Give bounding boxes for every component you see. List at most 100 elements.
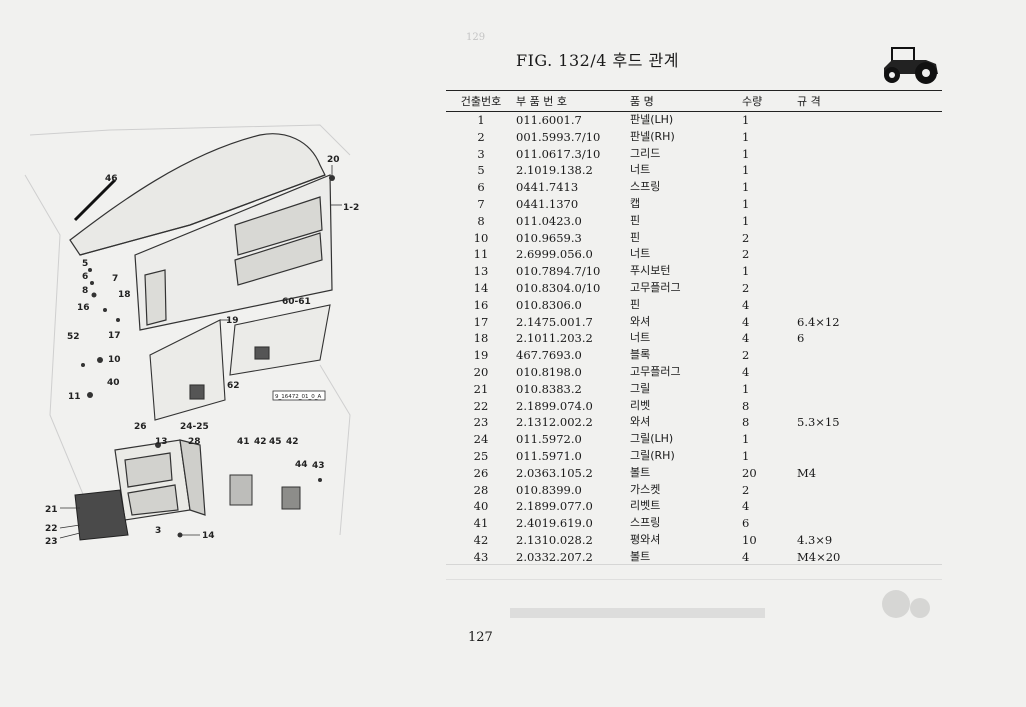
- part-name-cell: 핀: [630, 230, 641, 244]
- specification-cell: [797, 280, 942, 297]
- hood-top-panel: [69, 133, 326, 256]
- quantity-cell: 1: [742, 146, 750, 161]
- svg-text:41: 41: [237, 437, 250, 447]
- item-no-cell: 41: [473, 516, 489, 531]
- part-number-cell: 2.1019.138.2: [516, 163, 593, 178]
- item-no-cell: 18: [473, 331, 489, 346]
- quantity-cell: 1: [742, 448, 750, 463]
- side-grille-panel: [149, 319, 226, 421]
- specification-cell: 6: [797, 331, 805, 346]
- svg-text:46: 46: [105, 174, 118, 184]
- quantity-cell: 4: [742, 549, 750, 564]
- part-number-cell: 2.1011.203.2: [516, 331, 593, 346]
- part-name-cell: 볼트: [630, 549, 651, 563]
- item-no-cell: 20: [473, 364, 489, 379]
- svg-text:6: 6: [82, 272, 88, 282]
- item-no-cell: 28: [473, 482, 489, 497]
- part-number-cell: 001.5993.7/10: [516, 129, 601, 144]
- specification-cell: [797, 179, 942, 196]
- quantity-cell: 1: [742, 129, 750, 144]
- specification-cell: [797, 482, 942, 499]
- svg-text:24-25: 24-25: [180, 422, 209, 432]
- svg-text:40: 40: [107, 378, 120, 388]
- hood-exploded-drawing: 20 46 1-2 5 6 7 8 18 16 19 60-61 52 17 1…: [24, 124, 359, 547]
- part-name-cell: 너트: [630, 247, 651, 261]
- part-number-cell: 011.5971.0: [516, 448, 582, 463]
- quantity-cell: 2: [742, 230, 750, 245]
- item-no-cell: 26: [473, 465, 489, 480]
- quantity-cell: 1: [742, 264, 750, 279]
- item-no-cell: 23: [473, 415, 489, 430]
- lamp-lenses: [229, 474, 301, 510]
- part-number-cell: 010.8399.0: [516, 482, 582, 497]
- quantity-cell: 1: [742, 196, 750, 211]
- hood-seal-strip: [73, 178, 117, 222]
- quantity-cell: 10: [742, 532, 757, 547]
- quantity-cell: 2: [742, 482, 750, 497]
- part-number-cell: 010.8306.0: [516, 297, 582, 312]
- specification-cell: [797, 498, 942, 515]
- quantity-cell: 8: [742, 415, 750, 430]
- part-number-cell: 011.0423.0: [516, 213, 582, 228]
- item-no-cell: 21: [473, 381, 489, 396]
- part-number-cell: 2.1899.074.0: [516, 398, 593, 413]
- specification-cell: M4: [797, 465, 817, 480]
- part-name-cell: 고무플러그: [630, 280, 681, 294]
- svg-text:14: 14: [202, 531, 215, 541]
- svg-text:5: 5: [82, 259, 88, 269]
- front-grille-frame: [114, 439, 206, 521]
- item-no-cell: 14: [473, 280, 489, 295]
- quantity-cell: 4: [742, 499, 750, 514]
- specification-cell: [797, 230, 942, 247]
- item-no-cell: 25: [473, 448, 489, 463]
- svg-text:42: 42: [254, 437, 267, 447]
- page-number: 127: [468, 630, 493, 645]
- svg-text:28: 28: [188, 437, 201, 447]
- part-number-cell: 010.8304.0/10: [516, 280, 601, 295]
- item-no-cell: 13: [473, 264, 489, 279]
- part-number-cell: 010.9659.3: [516, 230, 582, 245]
- part-number-cell: 010.8383.2: [516, 381, 582, 396]
- item-no-cell: 3: [477, 146, 485, 161]
- quantity-cell: 8: [742, 398, 750, 413]
- part-number-cell: 010.7894.7/10: [516, 264, 601, 279]
- item-no-cell: 7: [477, 196, 485, 211]
- part-name-cell: 블록: [630, 348, 651, 362]
- specification-cell: [797, 146, 942, 163]
- svg-text:44: 44: [295, 460, 308, 470]
- quantity-cell: 1: [742, 381, 750, 396]
- svg-text:8: 8: [82, 286, 88, 296]
- quantity-cell: 1: [742, 163, 750, 178]
- exploded-view-diagram: 20 46 1-2 5 6 7 8 18 16 19 60-61 52 17 1…: [20, 115, 440, 565]
- part-name-cell: 판넬(RH): [630, 129, 675, 143]
- specification-cell: M4×20: [797, 549, 841, 564]
- small-hardware: [81, 175, 335, 538]
- quantity-cell: 1: [742, 213, 750, 228]
- svg-text:7: 7: [112, 274, 118, 284]
- drawing-reference-box: 9_16472_01_0_A: [272, 390, 326, 401]
- bleed-through-tractor-icon: [882, 590, 930, 618]
- item-no-cell: 19: [473, 348, 489, 363]
- part-number-cell: 2.0332.207.2: [516, 549, 593, 564]
- quantity-cell: 6: [742, 516, 750, 531]
- part-number-cell: 2.1475.001.7: [516, 314, 593, 329]
- svg-text:17: 17: [108, 331, 121, 341]
- svg-text:19: 19: [226, 316, 239, 326]
- svg-text:45: 45: [269, 437, 282, 447]
- bleed-through-mirrored-title: [510, 608, 765, 618]
